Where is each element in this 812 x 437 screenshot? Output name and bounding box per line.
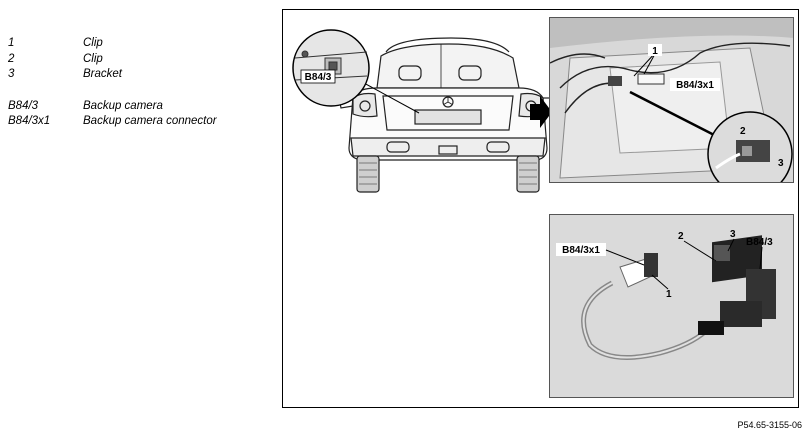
connector-detail-illustration: 1 B84/3x1 2 3 <box>550 18 793 182</box>
br-clip2-label: 2 <box>678 231 684 242</box>
legend-desc: Clip <box>83 52 103 65</box>
tr-bracket-label: 3 <box>778 158 784 169</box>
tr-clip2-label: 2 <box>740 126 746 137</box>
legend-code: 2 <box>8 52 15 65</box>
vehicle-rear-illustration: B84/3 <box>292 29 551 193</box>
tr-clip-label: 1 <box>652 46 658 57</box>
camera-connector-panel: B84/3x1 2 3 B84/3 1 <box>549 214 794 398</box>
legend-code: B84/3x1 <box>8 115 51 127</box>
legend-code: 3 <box>8 68 15 80</box>
legend-desc: Clip <box>83 37 103 49</box>
legend-desc: Bracket <box>83 68 122 80</box>
legend-desc: Backup camera <box>83 99 163 112</box>
legend-code: 1 <box>8 37 15 49</box>
legend-desc: Backup camera connector <box>83 115 217 127</box>
legend-code: B84/3 <box>8 99 39 112</box>
br-connector-label: B84/3x1 <box>562 245 600 256</box>
figure-id: P54.65-3155-06 <box>737 420 802 430</box>
br-bracket-label: 3 <box>730 229 736 240</box>
arrow-right-icon <box>530 96 552 128</box>
tr-connector-label: B84/3x1 <box>676 80 714 91</box>
vehicle-camera-label: B84/3 <box>305 72 332 83</box>
figure-frame: B84/3 1 B84/3x1 <box>282 9 799 408</box>
br-clip1-label: 1 <box>666 289 672 300</box>
connector-detail-panel: 1 B84/3x1 2 3 <box>549 17 794 183</box>
camera-connector-illustration: B84/3x1 2 3 B84/3 1 <box>550 215 793 397</box>
br-camera-label: B84/3 <box>746 237 773 248</box>
